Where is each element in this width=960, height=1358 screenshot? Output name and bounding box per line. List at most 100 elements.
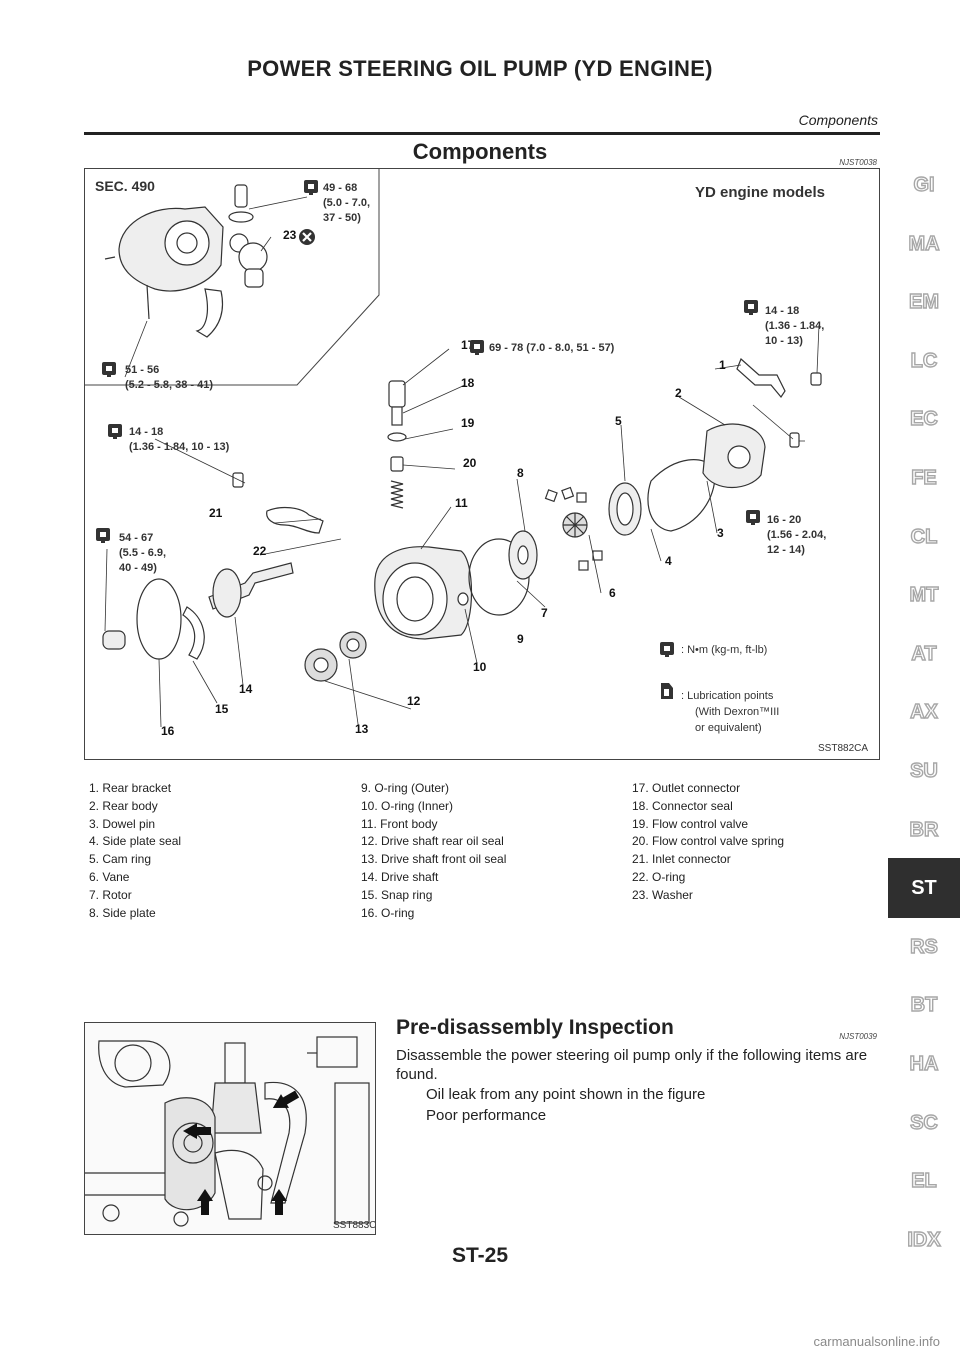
callout-12: 12 [407,694,421,708]
torque-spec-4c: 10 - 13) [765,335,803,347]
torque-spec-7c: 12 - 14) [767,544,805,556]
parts-list-item: 19. Flow control valve [632,816,749,831]
parts-list-col1: 1. Rear bracket 2. Rear body 3. Dowel pin 4… [89,780,181,922]
callout-10: 10 [473,660,487,674]
parts-list-item: 17. Outlet connector [632,781,741,795]
torque-spec-4a: 14 - 18 [765,305,799,317]
figure-code: SST882CA [818,743,868,754]
parts-list-item: 5. Cam ring [89,852,152,867]
tab-mt[interactable]: MT [909,583,939,607]
callout-6: 6 [609,586,616,600]
tab-ma[interactable]: MA [908,232,941,255]
section-title: Components [412,139,548,164]
tab-gi[interactable]: GI [913,173,936,196]
tab-su[interactable]: SU [909,759,938,782]
callout-2: 2 [675,386,682,400]
torque-spec-6a: 54 - 67 [119,532,153,544]
header-subtitle: Components [798,112,878,128]
torque-spec-1b: (5.0 - 7.0, [323,197,370,209]
section2-title: Pre-disassembly Inspection [396,1016,674,1039]
section2-body: Disassemble the power steering oil pump … [396,1047,868,1083]
sec-number: SEC. 490 [95,178,155,194]
tab-st[interactable]: ST [888,858,960,919]
torque-spec-6b: (5.5 - 6.9, [119,547,166,559]
torque-spec-5b: (1.36 - 1.84, 10 - 13) [129,441,230,453]
callout-21: 21 [209,506,223,520]
tab-ax[interactable]: AX [909,701,938,724]
tab-fe[interactable]: FE [911,466,938,489]
tab-at[interactable]: AT [911,642,938,665]
callout-19: 19 [461,416,475,430]
callout-1: 1 [719,358,726,372]
legend-lube-1: : Lubrication points [681,690,774,702]
watermark: carmanualsonline.info [813,1334,940,1349]
tab-bt[interactable]: BT [910,994,938,1017]
parts-list-item: 9. O-ring (Outer) [361,781,450,795]
parts-list-item: 11. Front body [361,816,438,831]
callout-4: 4 [665,554,672,568]
section2-ref: NJST0039 [839,1032,877,1041]
parts-list-item: 6. Vane [89,869,130,884]
parts-list-item: 4. Side plate seal [89,834,182,849]
parts-list-item: 2. Rear body [89,798,158,813]
torque-spec-3: 69 - 78 (7.0 - 8.0, 51 - 57) [489,342,615,354]
tab-em[interactable]: EM [908,290,939,314]
tab-sc[interactable]: SC [909,1111,938,1134]
parts-list-col3: 17. Outlet connector 18. Connector seal 19… [632,780,784,905]
callout-13: 13 [355,722,369,736]
tab-br[interactable]: BR [909,818,939,841]
parts-list-item: 22. O-ring [632,869,686,884]
torque-spec-1c: 37 - 50) [323,212,361,224]
torque-spec-4b: (1.36 - 1.84, [765,320,824,332]
torque-spec-6c: 40 - 49) [119,562,157,574]
parts-list-item: 8. Side plate [89,905,156,920]
parts-list-item: 16. O-ring [361,905,415,920]
legend-torque: : N•m (kg-m, ft-lb) [681,644,767,656]
page-number: ST-25 [451,1244,509,1267]
callout-15: 15 [215,702,229,716]
inspection-figure: SST883C [84,1022,376,1235]
callout-20: 20 [463,456,477,470]
tab-ec[interactable]: EC [909,408,938,431]
legend-lube-3: or equivalent) [695,722,762,734]
parts-list-item: 20. Flow control valve spring [632,834,785,849]
header-title: POWER STEERING OIL PUMP (YD ENGINE) [247,56,713,81]
callout-11: 11 [455,496,468,510]
callout-22: 22 [253,544,267,558]
torque-spec-7a: 16 - 20 [767,514,801,526]
torque-spec-1a: 49 - 68 [323,182,357,194]
figure2-code: SST883C [333,1220,375,1231]
tab-ha[interactable]: HA [909,1052,939,1075]
parts-list-item: 12. Drive shaft rear oil seal [361,834,504,849]
tab-rs[interactable]: RS [909,935,938,958]
model-label: YD engine models [695,184,825,201]
parts-list-item: 18. Connector seal [632,798,733,813]
callout-18: 18 [461,376,475,390]
callout-23: 23 [283,228,297,242]
tab-cl[interactable]: CL [910,525,938,548]
callout-14: 14 [239,682,253,696]
inspection-photo: SST883C [85,1023,375,1234]
parts-list-item: 3. Dowel pin [89,816,156,831]
header-rule [84,132,880,135]
parts-list-item: 1. Rear bracket [89,781,172,795]
callout-16: 16 [161,724,175,738]
parts-list-item: 21. Inlet connector [632,852,731,867]
bullet-oil-leak: Oil leak from any point shown in the fig… [426,1086,706,1103]
torque-spec-5a: 14 - 18 [129,426,163,438]
tab-el[interactable]: EL [911,1169,938,1193]
parts-list-item: 13. Drive shaft front oil seal [361,852,507,867]
callout-3: 3 [717,526,724,540]
bullet-poor-performance: Poor performance [426,1107,547,1124]
callout-9: 9 [517,632,524,646]
section-ref: NJST0038 [839,158,877,167]
tab-lc[interactable]: LC [910,349,938,372]
parts-list-item: 15. Snap ring [361,887,433,902]
parts-list-item: 23. Washer [632,887,693,902]
parts-list-item: 10. O-ring (Inner) [361,798,454,813]
callout-5: 5 [615,414,622,428]
tab-idx[interactable]: IDX [907,1228,942,1251]
torque-spec-2a: 51 - 56 [125,364,159,376]
